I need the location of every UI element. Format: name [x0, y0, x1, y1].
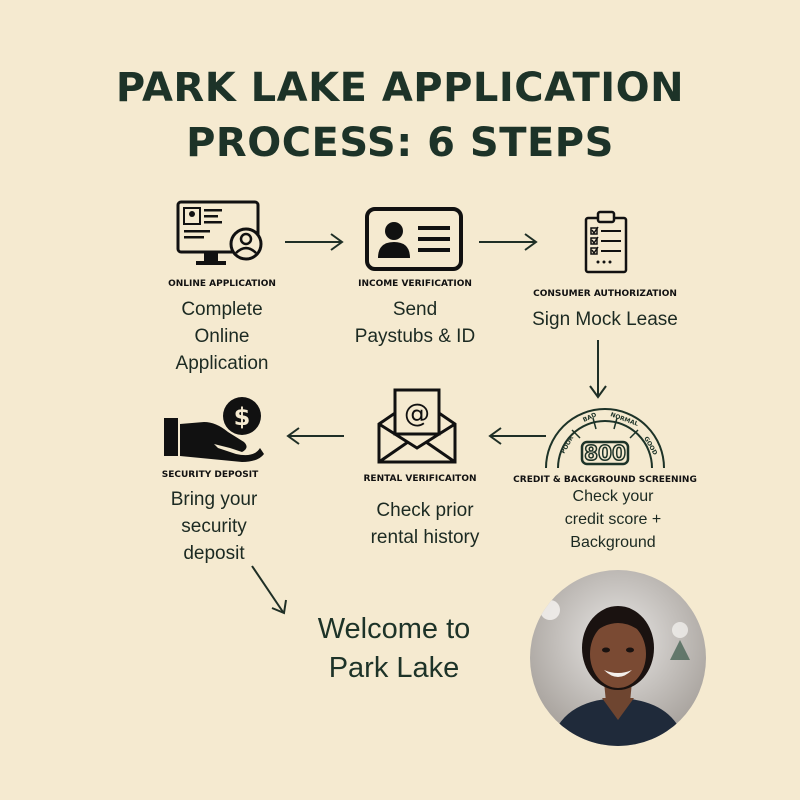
step-5-label: RENTAL VERIFICAITON [363, 474, 477, 484]
computer-user-icon [176, 200, 263, 265]
id-card-icon [365, 207, 463, 271]
step-6-description: Bring your security deposit [170, 489, 258, 564]
arrow-diagonal [251, 565, 287, 615]
arrow-down [589, 340, 607, 399]
clipboard-checklist-icon [584, 210, 628, 274]
arrow-right-1 [285, 233, 344, 251]
step-4-label: CREDIT & BACKGROUND SCREENING [513, 475, 697, 485]
arrow-left-2 [286, 427, 344, 445]
step-6-label: SECURITY DEPOSIT [161, 470, 259, 480]
page-title-line2: PROCESS: 6 STEPS [186, 120, 614, 166]
welcome-message: Welcome to Park Lake [317, 613, 471, 684]
email-envelope-icon: @ [377, 388, 457, 464]
gauge-score: 800 [584, 441, 626, 465]
dollar-symbol: $ [234, 403, 251, 431]
step-2-label: INCOME VERIFICATION [358, 279, 472, 289]
step-5-description: Check prior rental history [370, 500, 480, 548]
step-3-description: Sign Mock Lease [532, 309, 678, 330]
hand-dollar-icon: $ [164, 397, 264, 462]
step-1-description: Complete Online Application [175, 299, 269, 374]
page-title-line1: PARK LAKE APPLICATION [115, 65, 685, 111]
at-symbol: @ [404, 399, 430, 429]
arrow-right-2 [479, 233, 538, 251]
portrait-illustration [530, 570, 706, 746]
credit-gauge-icon: POOR BAD NORMAL GOOD 800 [545, 408, 665, 469]
step-1-label: ONLINE APPLICATION [168, 279, 276, 289]
arrow-left-1 [488, 427, 546, 445]
step-4-description: Check your credit score + Background [564, 488, 662, 551]
step-2-description: Send Paystubs & ID [354, 299, 476, 347]
step-3-label: CONSUMER AUTHORIZATION [533, 289, 677, 299]
portrait-photo [530, 570, 706, 746]
